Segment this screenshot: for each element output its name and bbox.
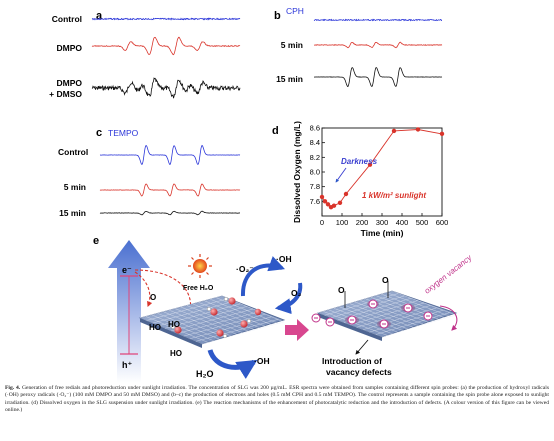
esr-spectrum-b-5min [313,41,443,49]
panel-b-title: CPH [286,6,304,16]
x-tick-label: 200 [356,218,369,227]
chart-x-axis-label: Time (min) [361,228,404,238]
oxygen-atom-icon [174,326,182,334]
introduction-label-2: vacancy defects [326,367,392,377]
hydrogen-atoms-left [170,297,251,339]
hole-label: h⁺ [122,360,132,370]
chart-data-point [337,200,343,205]
ho-label-3: HO [170,349,182,358]
chart-data-point [439,131,445,137]
electron-label: e⁻ [122,265,132,275]
panel-c-label-5min: 5 min [64,182,86,192]
oxygen-atom-icon [228,297,236,305]
superoxide-to-hydroxyl-arrow-icon [240,256,286,297]
o-right-label-1: O [338,285,345,295]
hydroxyl-bottom-label: ·OH [254,356,270,366]
y-tick-label: 8.2 [310,153,320,162]
panel-a-label-dmso: + DMSO [49,89,82,99]
panel-c-label-15min: 15 min [59,208,86,218]
chart-data-point [331,203,337,208]
x-tick-label: 400 [396,218,409,227]
panel-a-label-dmpo: DMPO [57,43,83,53]
x-tick-label: 500 [416,218,429,227]
panel-b-label-15min: 15 min [276,74,303,84]
caption-text: Generation of free redials and photoredu… [5,385,550,414]
free-water-label: Free H₂O [183,285,214,292]
oxygen-reduction-arrow-icon [274,282,303,315]
chart-annotation-sunlight: 1 kW/m² sunlight [362,191,426,200]
y-tick-label: 8.6 [310,124,320,133]
water-oxidation-arrow-icon [207,349,258,379]
esr-spectrum-a-control [91,17,241,21]
panel-c: c TEMPO Control 5 min 15 min [58,127,241,218]
oxygen-vacancy-label: oxygen vacancy [423,253,475,296]
chart-data-point [367,162,373,167]
defect-pointer-arrow-icon [355,339,369,355]
chart-data-point [322,199,328,204]
chart-data-point [391,128,397,134]
panel-a-label-control: Control [52,14,82,24]
panel-b-letter: b [274,10,281,22]
panel-a: a Control DMPO DMPO + DMSO [49,10,241,99]
o-left-label: O [150,293,156,302]
introduction-label-1: Introduction of [322,356,382,366]
panel-b-label-5min: 5 min [281,40,303,50]
oxygen-atoms-left [174,297,262,337]
water-label: H₂O [196,369,214,379]
panel-d-letter: d [272,125,279,137]
panel-c-letter: c [96,127,102,139]
x-tick-label: 0 [320,218,324,227]
esr-spectrum-c-control [99,144,241,166]
esr-spectrum-c-5min [99,183,241,197]
chart-ticks: 0 100 200 300 400 500 600 7.6 7.8 8.0 8.2 8.4 8.6 [310,124,449,228]
chart-data-point [319,194,325,200]
hydroxyl-top-label: ·OH [276,254,292,264]
esr-spectrum-c-15min [99,210,241,216]
panel-b: b CPH 5 min 15 min [274,6,443,87]
oxygen-label: O₂ [291,288,302,298]
chart-data-point [343,191,349,197]
y-tick-label: 7.8 [310,182,320,191]
y-tick-label: 7.6 [310,197,320,206]
x-tick-label: 300 [376,218,389,227]
figure-caption: Fig. 4. Generation of free redials and p… [5,385,549,415]
panel-e-letter: e [93,235,99,247]
chart-data-point [325,202,331,207]
superoxide-label: ·O₂⁻ [236,264,254,274]
y-tick-label: 8.0 [310,168,320,177]
caption-label: Fig. 4. [5,385,21,391]
panel-e: e e⁻ h⁺ [93,235,474,383]
transition-arrow-icon [285,319,309,341]
darkness-arrow-icon [335,167,347,183]
panel-c-label-control: Control [58,147,88,157]
figure-canvas: a Control DMPO DMPO + DMSO b CPH 5 min 1… [49,6,474,383]
sun-icon [188,254,212,278]
oxygen-vacancy-arrow-icon [439,305,458,331]
graphene-sheet-left-edge [140,318,202,348]
x-tick-label: 600 [436,218,449,227]
ho-label-1: HO [149,323,161,332]
chart-y-axis-label: Dissolved Oxygen (mg/L) [292,121,302,223]
oxygen-atom-icon [254,308,262,316]
chart-data-point [415,127,421,132]
oxygen-vacancy-markers [311,299,433,329]
ho-label-2: HO [168,320,180,329]
oxygen-atom-icon [240,320,248,328]
panel-a-letter: a [96,10,103,22]
electron-transfer-arrow-2-icon [134,271,153,308]
chart-annotation-darkness: Darkness [341,157,378,166]
x-tick-label: 100 [336,218,349,227]
o-right-label-2: O [382,275,389,285]
oxygen-atom-icon [210,308,218,316]
esr-spectrum-b-15min [313,67,443,87]
panel-a-label-dmpo2: DMPO [57,78,83,88]
esr-spectrum-a-dmpo-dmso [91,77,241,99]
panel-c-title: TEMPO [108,128,139,138]
esr-spectrum-a-dmpo [91,36,241,56]
y-tick-label: 8.4 [310,138,320,147]
oxygen-atom-icon [216,329,224,337]
chart-series-points [319,127,445,210]
esr-spectrum-b-control [313,18,442,22]
